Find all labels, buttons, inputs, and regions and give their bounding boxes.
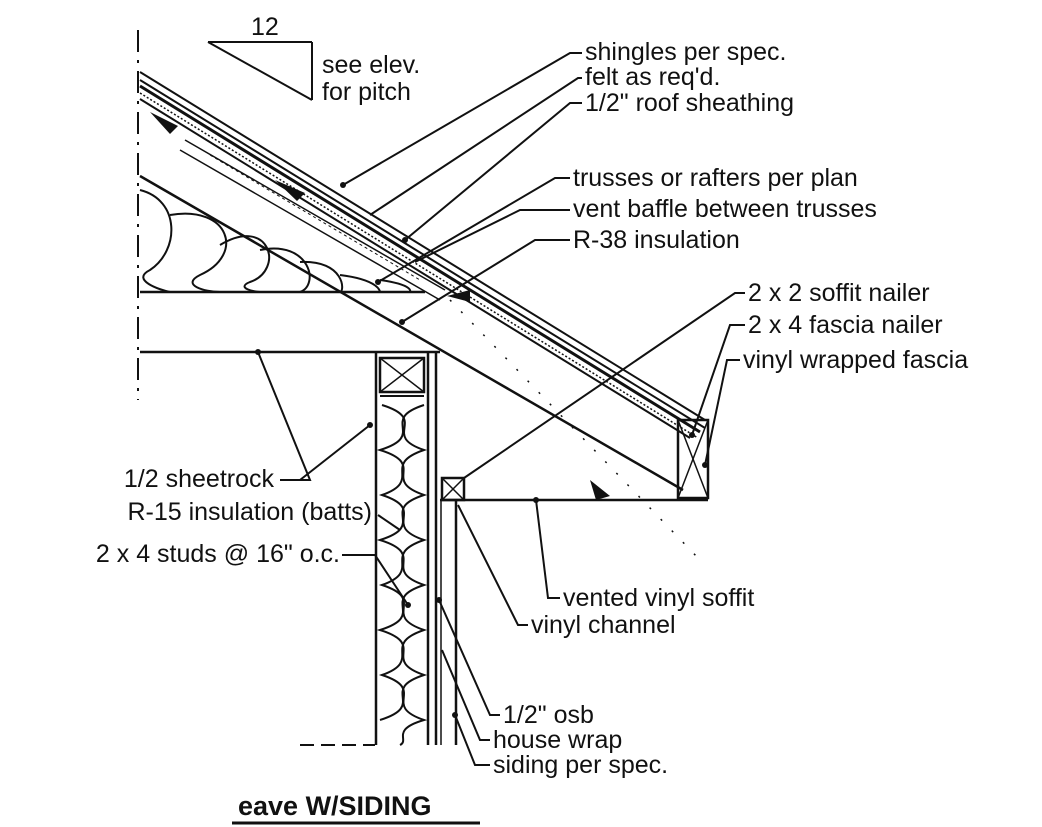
drawing-title-block: eave W/SIDING [232,791,480,825]
pitch-rise-label: 12 [251,13,279,41]
callout-fascia-nailer: 2 x 4 fascia nailer [748,311,943,339]
interior-break-lines [137,30,375,746]
r15-insulation-pattern [376,404,428,746]
wall-assembly [374,352,458,745]
callout-vented-soffit: vented vinyl soffit [563,584,754,612]
callout-vinyl-fascia: vinyl wrapped fascia [743,346,968,374]
callout-studs: 2 x 4 studs @ 16" o.c. [96,540,340,568]
drawing-title: eave W/SIDING [238,791,432,821]
callout-sheetrock: 1/2 sheetrock [124,465,275,493]
callout-labels: shingles per spec. felt as req'd. 1/2" r… [96,38,968,779]
callout-house-wrap: house wrap [493,726,622,754]
leader-lines [257,52,745,766]
callout-sheathing: 1/2" roof sheathing [585,89,794,117]
callout-trusses: trusses or rafters per plan [573,164,858,192]
pitch-note-line1: see elev. [322,51,420,79]
airflow-arrows [150,112,610,500]
callout-vent-baffle: vent baffle between trusses [573,195,877,223]
pitch-note-line2: for pitch [322,78,411,106]
callout-r15: R-15 insulation (batts) [127,498,372,526]
pitch-labels: 12 see elev. for pitch [251,13,420,106]
leader-dots [255,182,708,718]
callout-vinyl-channel: vinyl channel [531,611,676,639]
callout-felt: felt as req'd. [585,63,720,91]
callout-shingles: shingles per spec. [585,38,787,66]
callout-osb: 1/2" osb [503,701,594,729]
roof-assembly [139,71,710,561]
pitch-symbol [207,41,313,101]
callout-soffit-nailer: 2 x 2 soffit nailer [748,279,930,307]
r38-insulation-pattern [139,189,412,293]
callout-r38: R-38 insulation [573,226,740,254]
callout-siding: siding per spec. [493,751,668,779]
